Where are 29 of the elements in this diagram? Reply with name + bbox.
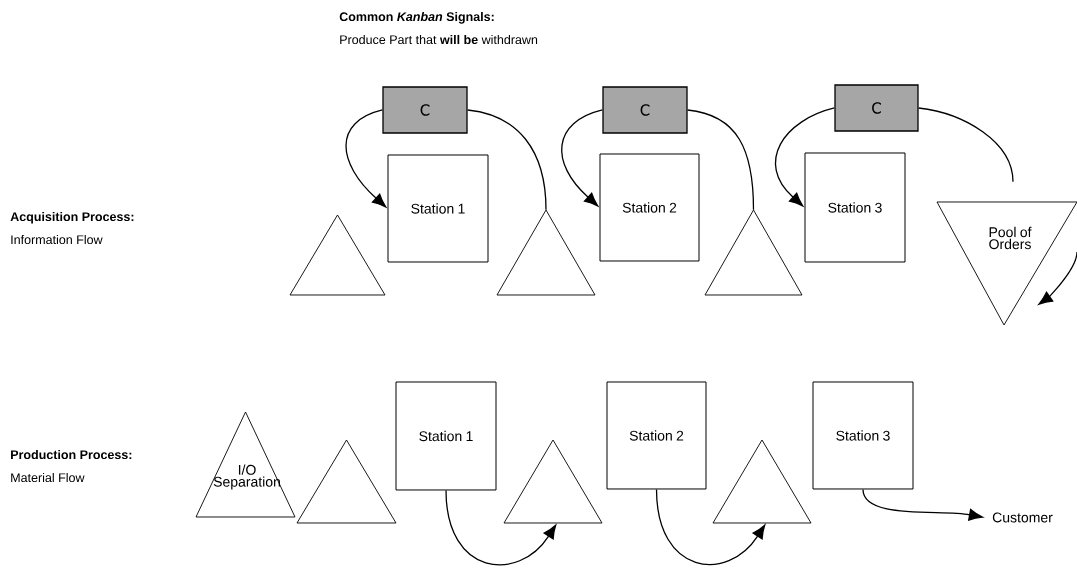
inverted-triangle: Pool of Orders (936, 201, 1077, 326)
station-box: Station 1 (395, 381, 497, 491)
station-box: Station 3 (804, 152, 906, 263)
arrow (862, 488, 983, 521)
heading: Common Kanban Signals: (339, 11, 494, 24)
flow-label: Information Flow (11, 234, 103, 245)
kanban-card: C (834, 84, 919, 132)
triangle-shape (712, 439, 812, 524)
process-heading: Production Process: (11, 449, 132, 460)
arrow (445, 489, 557, 566)
triangle-shape (704, 209, 803, 296)
triangle-shape (296, 439, 397, 524)
arrow (655, 488, 766, 566)
station-box: Station 1 (387, 154, 489, 263)
subheading: Produce Part that will be withdrawn (340, 34, 538, 45)
station-box: Station 2 (599, 153, 700, 262)
triangle-shape (503, 439, 603, 524)
kanban-card: C (382, 86, 468, 134)
arrow (774, 107, 835, 207)
arrow (345, 109, 387, 208)
flow-label: Material Flow (11, 472, 85, 483)
arrow (561, 109, 603, 207)
station-box: Station 2 (606, 381, 707, 490)
process-heading: Acquisition Process: (10, 211, 134, 224)
triangle-shape (496, 209, 596, 296)
kanban-card: C (602, 86, 688, 134)
triangle-shape (289, 214, 386, 296)
station-box: Station 3 (812, 381, 914, 490)
customer-text: Customer (992, 512, 1053, 523)
